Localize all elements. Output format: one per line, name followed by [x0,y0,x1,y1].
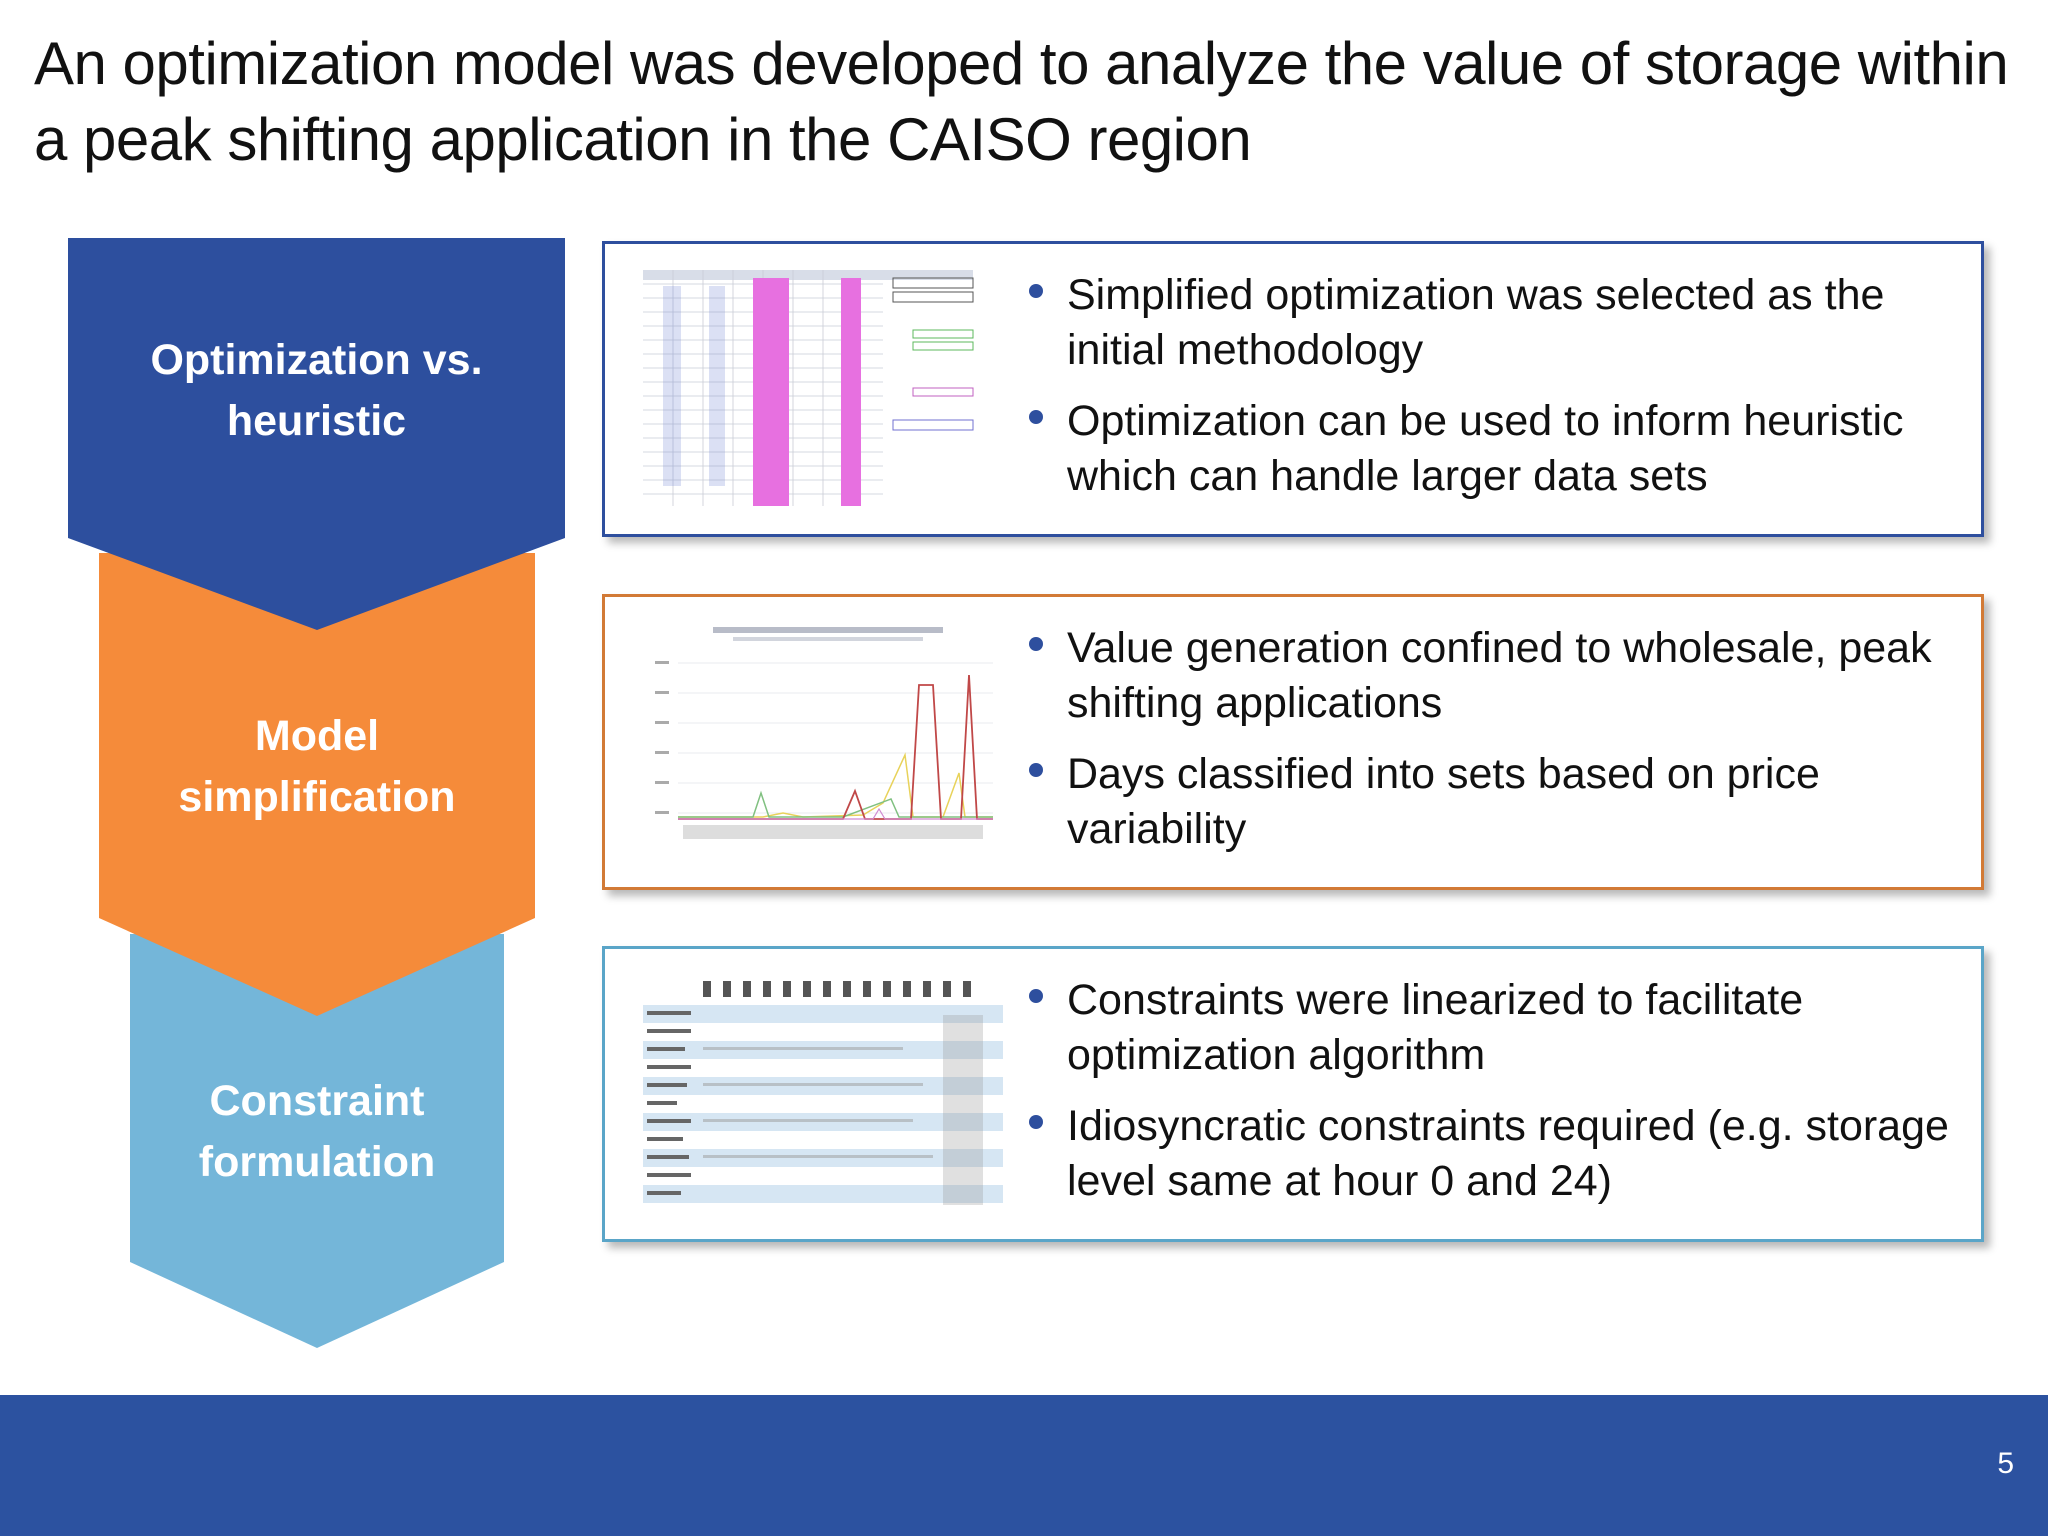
footer-bar: 5 [0,1395,2048,1536]
slide-title: An optimization model was developed to a… [34,30,2009,173]
card-optimization: Simplified optimization was selected as … [602,241,1984,537]
bullet-list: Value generation confined to wholesale, … [1025,621,1961,873]
process-chevrons [68,238,565,1348]
bullet-item: Optimization can be used to inform heuri… [1025,394,1961,504]
bullet-item: Days classified into sets based on price… [1025,747,1961,857]
card-model-simplification: Value generation confined to wholesale, … [602,594,1984,890]
constraint-table-thumbnail [643,975,1003,1215]
bullet-item: Value generation confined to wholesale, … [1025,621,1961,731]
step-constraint-label: Constraint formulation [130,1071,504,1193]
chevron-step-2-shape [99,553,535,1016]
bullet-list: Simplified optimization was selected as … [1025,268,1961,520]
price-chart-thumbnail [643,623,1003,863]
step-3-line-1: Constraint [209,1077,425,1125]
spreadsheet-thumbnail [643,270,1003,510]
step-3-line-2: formulation [198,1138,436,1186]
bullet-item: Constraints were linearized to facilitat… [1025,973,1961,1083]
step-optimization-label: Optimization vs. heuristic [68,330,565,452]
bullet-list: Constraints were linearized to facilitat… [1025,973,1961,1225]
page-number: 5 [1997,1447,2014,1480]
step-1-line-2: heuristic [226,397,407,445]
bullet-item: Simplified optimization was selected as … [1025,268,1961,378]
step-1-line-1: Optimization vs. [150,336,483,384]
bullet-item: Idiosyncratic constraints required (e.g.… [1025,1099,1961,1209]
chevron-step-3-shape [130,934,504,1348]
step-model-label: Model simplification [99,706,535,828]
step-2-line-1: Model [254,712,380,760]
card-constraint-formulation: Constraints were linearized to facilitat… [602,946,1984,1242]
step-2-line-2: simplification [178,773,456,821]
chevron-step-1-shape [68,238,565,630]
